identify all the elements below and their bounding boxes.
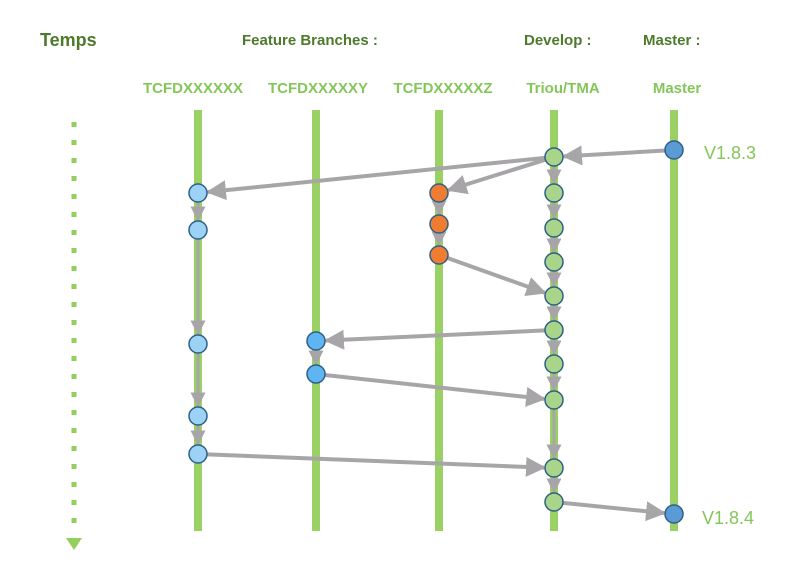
commit-node-x5 [188, 444, 208, 464]
commit-node-d4 [544, 252, 564, 272]
commit-node-x4 [188, 406, 208, 426]
commit-nodes [188, 140, 684, 524]
arrow-d6-to-y1 [323, 328, 546, 350]
arrow-m1-to-d1 [561, 145, 666, 166]
commit-node-z1 [429, 183, 449, 203]
commit-node-d8 [544, 390, 564, 410]
commit-node-m1 [664, 140, 684, 160]
commit-node-d9 [544, 458, 564, 478]
commit-node-d3 [544, 218, 564, 238]
master-header: Master : [643, 32, 701, 49]
branch-lines [194, 110, 678, 531]
time-axis-arrowhead [66, 538, 82, 550]
commit-arrows [190, 145, 667, 522]
commit-node-y1 [306, 331, 326, 351]
arrow-y2-to-d8 [324, 372, 547, 407]
arrow-x5-to-d9 [206, 452, 547, 477]
column-label-tcfdy: TCFDXXXXXY [267, 80, 369, 97]
arrow-z3-to-d5 [446, 256, 547, 297]
commit-node-z3 [429, 245, 449, 265]
commit-node-y2 [306, 364, 326, 384]
develop-header: Develop : [524, 32, 592, 49]
time-axis [66, 122, 82, 550]
column-label-master: Master [652, 80, 702, 97]
commit-node-d7 [544, 354, 564, 374]
column-label-tcfdx: TCFDXXXXXX [142, 80, 244, 97]
arrow-d1-to-x1 [205, 155, 546, 201]
commit-node-m2 [664, 504, 684, 524]
commit-node-d6 [544, 320, 564, 340]
commit-node-d5 [544, 286, 564, 306]
version-label-top: V1.8.3 [704, 143, 757, 163]
commit-node-x2 [188, 220, 208, 240]
commit-node-z2 [429, 214, 449, 234]
commit-node-d1 [544, 147, 564, 167]
commit-node-x3 [188, 334, 208, 354]
version-label-bottom: V1.8.4 [702, 508, 755, 528]
feature-branches-header: Feature Branches : [242, 32, 378, 49]
commit-node-d2 [544, 183, 564, 203]
arrow-d10-to-m2 [562, 500, 667, 522]
commit-node-x1 [188, 183, 208, 203]
temps-header: Temps [40, 30, 97, 50]
column-label-develop: Triou/TMA [526, 80, 600, 97]
column-label-tcfdz: TCFDXXXXXZ [393, 80, 493, 97]
commit-node-d10 [544, 492, 564, 512]
arrow-d1-to-z1 [446, 157, 547, 195]
